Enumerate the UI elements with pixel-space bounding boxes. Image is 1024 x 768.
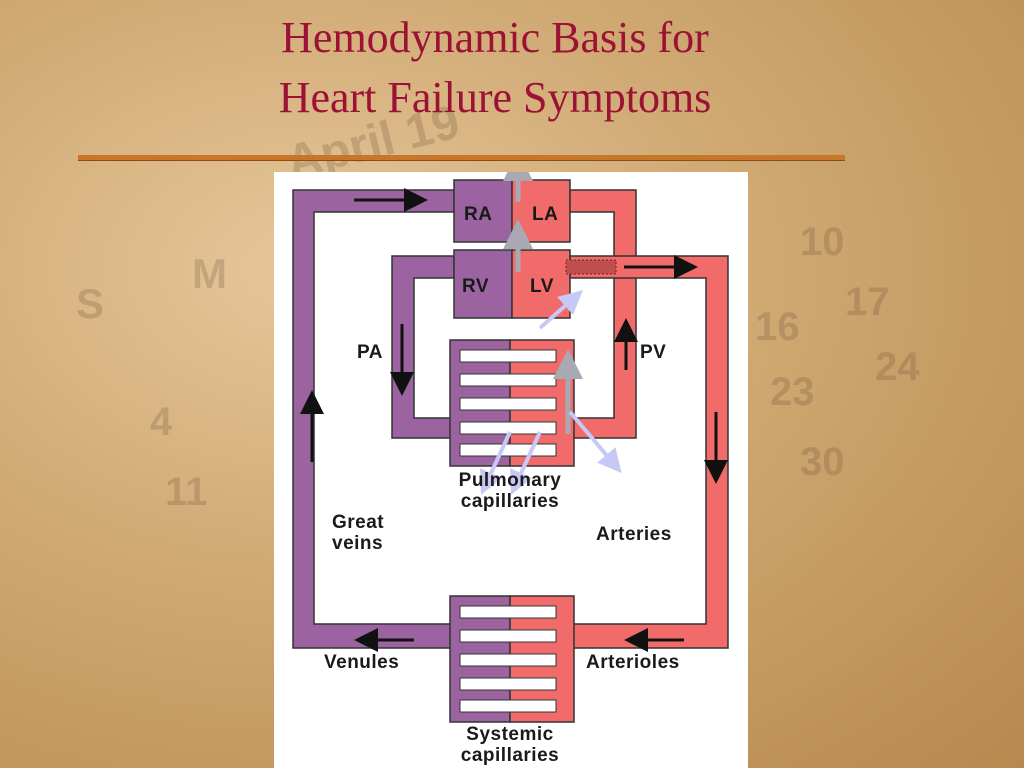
label-systemic-capillaries: Systemic capillaries xyxy=(460,724,560,766)
pressure-arrows xyxy=(503,172,583,434)
fluid-leak-arrows xyxy=(480,290,622,495)
title-divider xyxy=(78,155,845,161)
systemic-capillary-channels xyxy=(459,605,557,713)
right-ventricle xyxy=(453,249,513,319)
label-right-atrium: RA xyxy=(464,204,493,225)
pulmonary-capillary-channels xyxy=(459,349,557,457)
pulmonary-vein-vessel xyxy=(569,189,637,439)
calendar-date: 10 xyxy=(800,220,845,264)
calendar-date: 17 xyxy=(845,280,890,324)
flow-arrows xyxy=(300,188,728,652)
label-arteries: Arteries xyxy=(596,524,672,545)
label-pulmonary-vein: PV xyxy=(640,342,667,363)
outflow-obstruction xyxy=(565,259,617,275)
calendar-date: 30 xyxy=(800,440,845,484)
label-pulmonary-artery: PA xyxy=(357,342,383,363)
calendar-date: 24 xyxy=(875,345,920,389)
circulation-diagram: RA LA RV LV PA PV Pulmonary capillaries … xyxy=(274,172,748,768)
label-great-veins: Great veins xyxy=(332,512,385,554)
calendar-date: 16 xyxy=(755,305,800,349)
label-pulmonary-capillaries: Pulmonary capillaries xyxy=(458,470,562,512)
slide-title-line-1: Hemodynamic Basis for xyxy=(281,13,709,62)
arteries-vessel xyxy=(569,255,729,649)
right-atrium xyxy=(453,179,513,243)
label-venules: Venules xyxy=(324,652,400,673)
circulation-diagram-graphic xyxy=(292,172,729,723)
label-left-atrium: LA xyxy=(532,204,559,225)
calendar-date: 4 xyxy=(150,400,173,444)
calendar-day-s: S xyxy=(76,280,105,327)
calendar-date: 23 xyxy=(770,370,815,414)
calendar-date: 11 xyxy=(165,470,208,514)
calendar-day-m: M xyxy=(192,250,227,297)
left-atrium xyxy=(511,179,571,243)
label-arterioles: Arterioles xyxy=(586,652,680,673)
label-left-ventricle: LV xyxy=(530,276,554,297)
slide-title-line-2: Heart Failure Symptoms xyxy=(278,73,712,122)
label-right-ventricle: RV xyxy=(462,276,490,297)
